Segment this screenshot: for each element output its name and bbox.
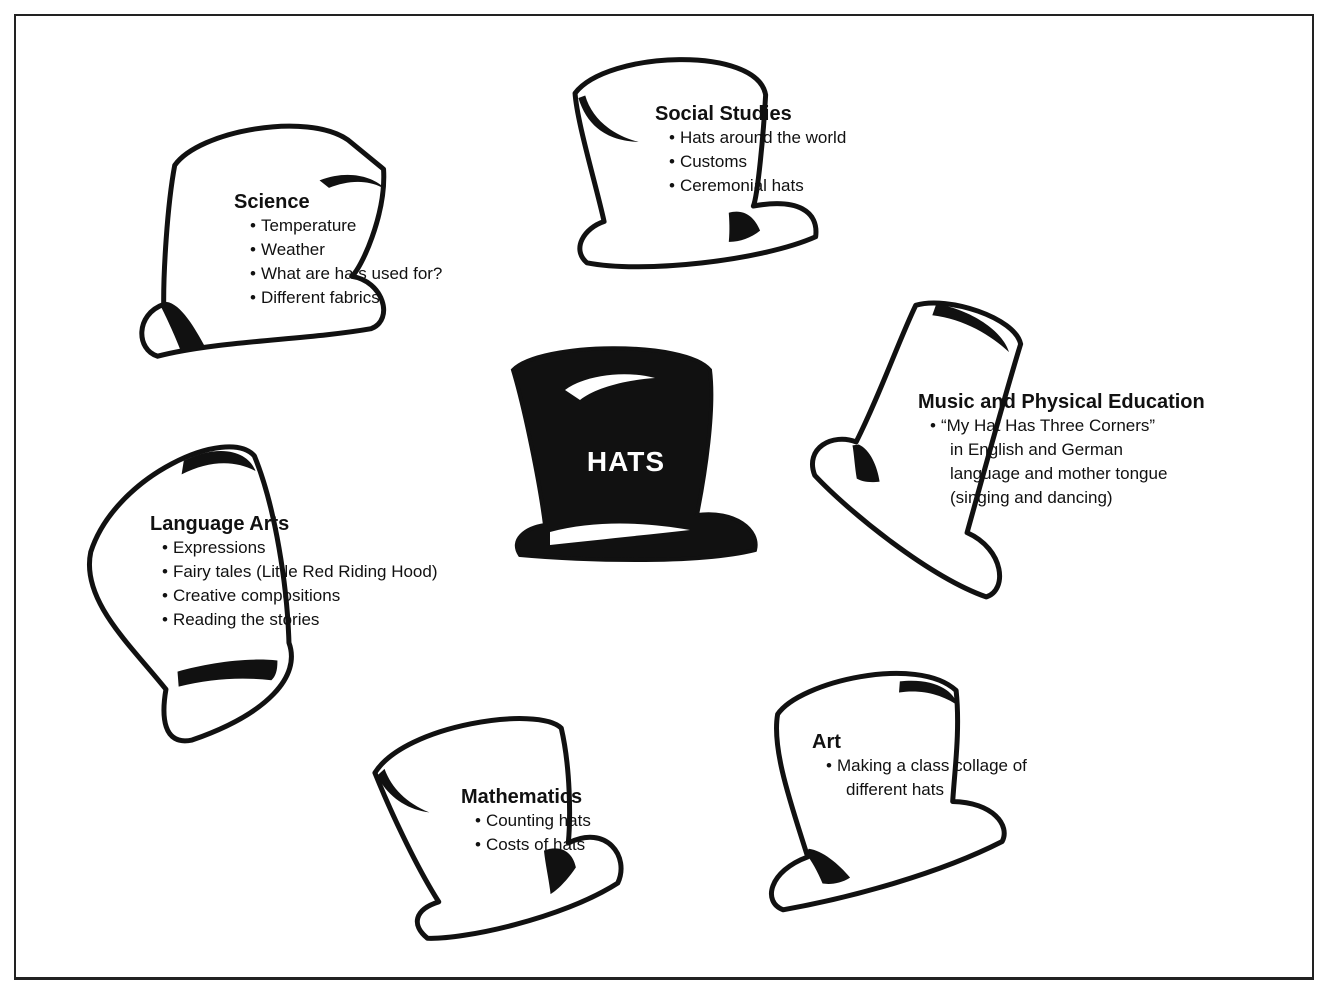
language-arts-topic: Language Arts Expressions Fairy tales (L… [150, 512, 438, 632]
art-item-continuation: different hats [826, 778, 1027, 802]
music-pe-item-continuation: language and mother tongue [930, 462, 1205, 486]
language-arts-item: Creative compositions [162, 584, 438, 608]
mathematics-title: Mathematics [461, 785, 591, 809]
social-studies-title: Social Studies [655, 102, 846, 126]
social-studies-item: Customs [669, 150, 846, 174]
music-pe-item-continuation: (singing and dancing) [930, 486, 1205, 510]
music-pe-title: Music and Physical Education [918, 390, 1205, 414]
music-pe-topic: Music and Physical Education “My Hat Has… [918, 390, 1205, 510]
center-topic-label: HATS [587, 446, 665, 478]
mathematics-item: Counting hats [475, 809, 591, 833]
language-arts-title: Language Arts [150, 512, 438, 536]
science-topic: Science Temperature Weather What are hat… [234, 190, 442, 310]
art-item: Making a class collage of [826, 754, 1027, 778]
social-studies-topic: Social Studies Hats around the world Cus… [655, 102, 846, 198]
language-arts-item: Expressions [162, 536, 438, 560]
language-arts-item: Fairy tales (Little Red Riding Hood) [162, 560, 438, 584]
science-item: Weather [250, 238, 442, 262]
science-item: Different fabrics [250, 286, 442, 310]
science-title: Science [234, 190, 442, 214]
mathematics-item: Costs of hats [475, 833, 591, 857]
social-studies-item: Ceremonial hats [669, 174, 846, 198]
social-studies-item: Hats around the world [669, 126, 846, 150]
science-item: What are hats used for? [250, 262, 442, 286]
mathematics-topic: Mathematics Counting hats Costs of hats [461, 785, 591, 857]
music-pe-item: “My Hat Has Three Corners” [930, 414, 1205, 438]
language-arts-item: Reading the stories [162, 608, 438, 632]
art-topic: Art Making a class collage of different … [812, 730, 1027, 802]
music-pe-item-continuation: in English and German [930, 438, 1205, 462]
science-item: Temperature [250, 214, 442, 238]
art-title: Art [812, 730, 1027, 754]
